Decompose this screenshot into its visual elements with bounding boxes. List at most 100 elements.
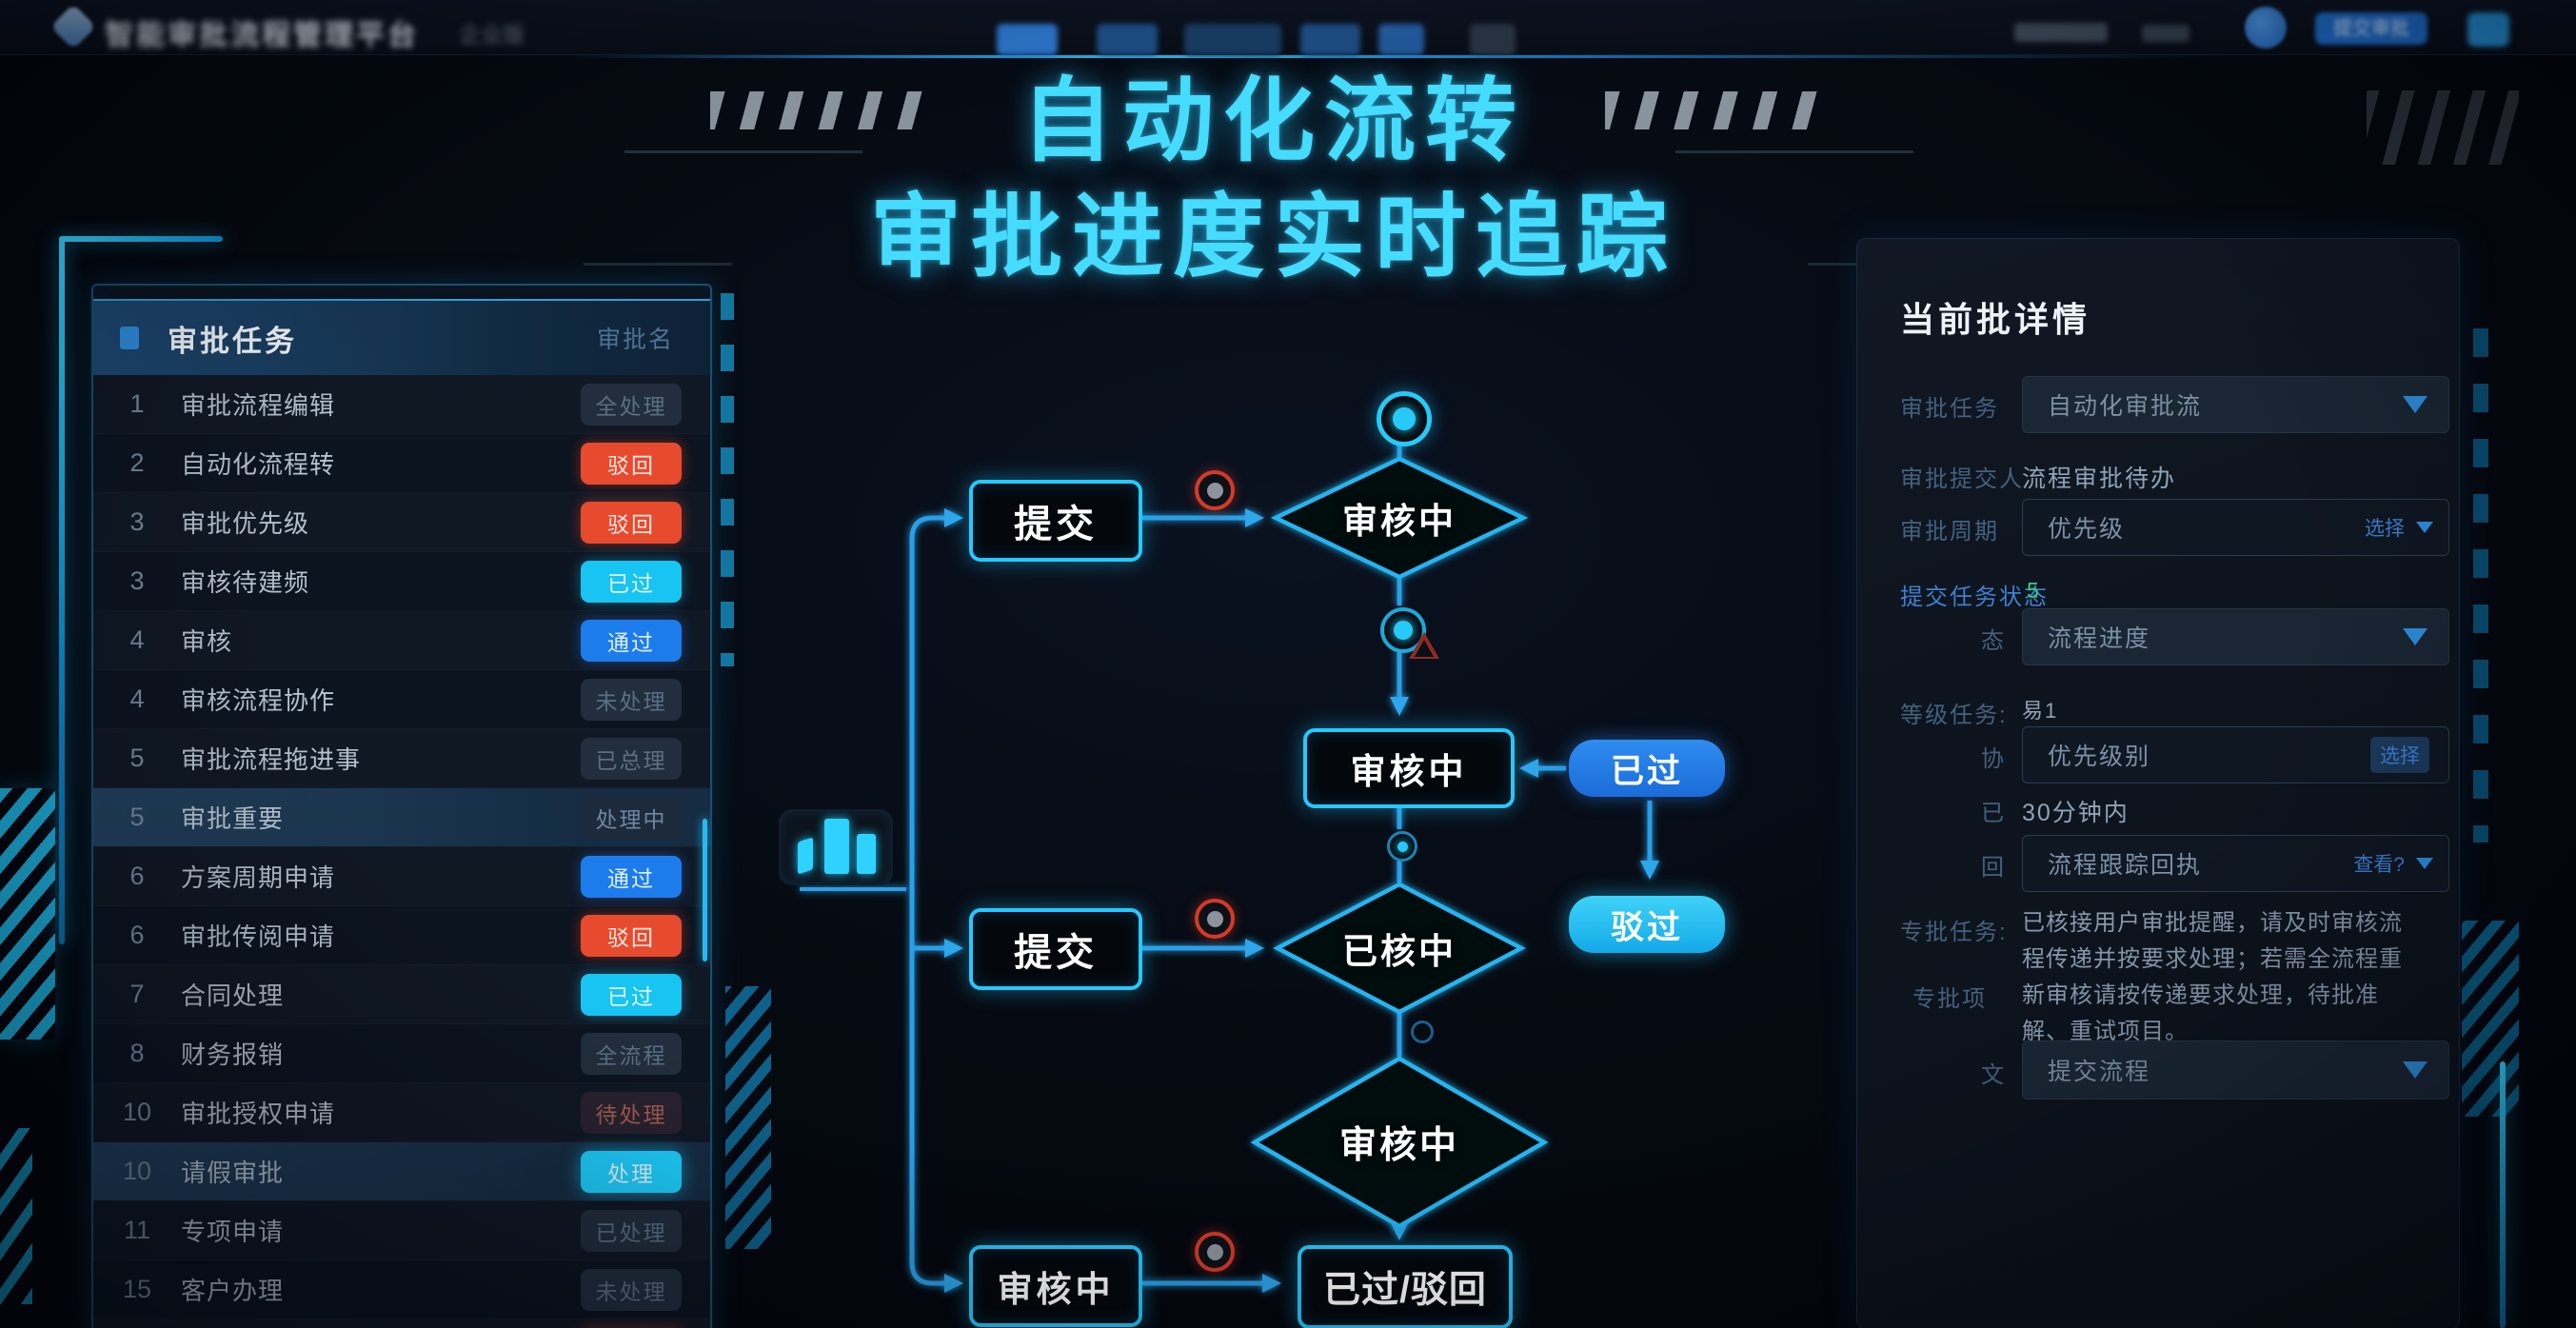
task-row[interactable]: 5 审批重要 处理中 — [93, 788, 710, 847]
nav-item-5[interactable] — [1378, 24, 1424, 55]
user-status-text — [2014, 23, 2108, 42]
task-row[interactable]: 8 财务报销 全流程 — [93, 1024, 710, 1083]
task-row-number: 11 — [123, 1216, 151, 1244]
field-label-trace: 回 — [1981, 855, 2006, 881]
chevron-down-icon — [2403, 1061, 2427, 1079]
alert-marker-1 — [1195, 470, 1235, 510]
topbar-accent-line — [571, 53, 2209, 58]
level-task-value: 易1 — [2022, 699, 2059, 723]
task-row[interactable]: 3 审核待建频 已过 — [93, 552, 710, 611]
flow-node-decision2-label[interactable]: 已核中 — [1342, 932, 1456, 971]
task-panel-title: 审批任务 — [168, 324, 297, 358]
flow-pill-rejected[interactable]: 驳过 — [1569, 896, 1725, 953]
app-title: 智能审批流程管理平台 — [105, 20, 419, 51]
task-row[interactable]: 5 审批流程拖进事 已总理 — [93, 729, 710, 788]
flow-connector-node — [1387, 831, 1417, 862]
task-row[interactable]: 6 方案周期申请 通过 — [93, 847, 710, 906]
notification-icon[interactable] — [2467, 12, 2509, 47]
current-approval-detail-panel: 当前批详情 审批任务 自动化审批流 审批提交人 流程审批待办 审批周期 优先级 … — [1856, 238, 2460, 1328]
trace-action[interactable]: 查看? — [2353, 854, 2405, 876]
task-row-label: 审批优先级 — [181, 509, 310, 538]
flow-start-node — [1377, 391, 1432, 446]
hazard-stripes-right — [2462, 921, 2519, 1117]
neon-frame-right — [2500, 1061, 2506, 1328]
task-row[interactable]: 10 请假审批 处理 — [93, 1142, 710, 1201]
submit-approval-button[interactable]: 提交审批 — [2315, 12, 2427, 45]
status-badge: 已处理 — [581, 1209, 682, 1252]
task-row-label: 请假审批 — [181, 1159, 285, 1187]
alert-marker-3 — [1195, 1232, 1235, 1272]
field-label-priority: 协 — [1981, 746, 2006, 772]
status-badge: 通过 — [581, 855, 682, 898]
flow-node-decision1-label[interactable]: 审核中 — [1342, 502, 1456, 541]
nav-item-6[interactable] — [1470, 24, 1516, 55]
doc-select[interactable]: 提交流程 — [2022, 1041, 2449, 1100]
task-row-number: 3 — [129, 566, 145, 595]
dashed-rail-right — [2473, 328, 2488, 842]
trace-input[interactable]: 流程跟踪回执 查看? — [2022, 835, 2449, 892]
flow-pill-passed[interactable]: 已过 — [1569, 740, 1725, 797]
cycle-value: 优先级 — [2048, 516, 2126, 543]
task-row[interactable]: 流程异常处理 驳回 — [93, 1319, 710, 1328]
task-row[interactable]: 15 客户办理 未处理 — [93, 1260, 710, 1319]
task-row[interactable]: 6 审批传阅申请 驳回 — [93, 906, 710, 965]
start-dot — [1393, 407, 1416, 430]
dashed-rail-middle — [721, 293, 734, 666]
task-panel-header: 审批任务 审批名 — [93, 299, 710, 375]
field-label-task-status: 提交任务状态 — [1900, 585, 2049, 610]
task-row-label: 审核 — [181, 627, 233, 656]
task-row-number: 10 — [122, 1157, 152, 1185]
trace-value: 流程跟踪回执 — [2048, 852, 2203, 879]
flow-node-submit2[interactable]: 提交 — [969, 908, 1142, 990]
deco-line — [584, 263, 732, 266]
nav-item-1[interactable] — [997, 24, 1058, 55]
page-title-line2: 审批进度实时追踪 — [870, 187, 1677, 288]
task-row[interactable]: 7 合同处理 已过 — [93, 965, 710, 1024]
priority-input[interactable]: 优先级别 选择 — [2022, 726, 2449, 783]
task-row[interactable]: 11 专项申请 已处理 — [93, 1201, 710, 1260]
task-row[interactable]: 4 审核 通过 — [93, 611, 710, 670]
priority-action[interactable]: 选择 — [2370, 737, 2429, 773]
task-row[interactable]: 3 审批优先级 驳回 — [93, 493, 710, 552]
task-row-label: 自动化流程转 — [181, 450, 336, 479]
task-row[interactable]: 2 自动化流程转 驳回 — [93, 434, 710, 493]
task-row[interactable]: 1 审批流程编辑 全处理 — [93, 375, 710, 434]
approval-task-select[interactable]: 自动化审批流 — [2022, 376, 2449, 433]
state-select[interactable]: 流程进度 — [2022, 608, 2449, 665]
nav-item-2[interactable] — [1097, 24, 1158, 55]
deco-line — [1675, 150, 1913, 153]
flow-node-review[interactable]: 审核中 — [1303, 728, 1515, 808]
flow-node-result[interactable]: 已过/驳回 — [1298, 1245, 1513, 1328]
top-bar: 智能审批流程管理平台 企业版 提交审批 — [0, 0, 2576, 55]
task-row-number: 1 — [129, 389, 145, 418]
field-label-special-item: 专批项 — [1912, 986, 1987, 1012]
status-badge: 已总理 — [581, 737, 682, 780]
chart-icon — [798, 837, 813, 875]
task-row-number: 4 — [129, 625, 145, 654]
flow-node-review2[interactable]: 审核中 — [969, 1245, 1142, 1327]
task-row[interactable]: 4 审核流程协作 未处理 — [93, 670, 710, 729]
field-label-level-task: 等级任务: — [1900, 703, 2008, 728]
flow-node-submit1[interactable]: 提交 — [969, 480, 1142, 562]
nav-item-4[interactable] — [1300, 24, 1360, 55]
flow-node-decision3-label[interactable]: 审核中 — [1338, 1125, 1459, 1166]
approval-task-value: 自动化审批流 — [2048, 393, 2203, 420]
user-avatar[interactable] — [2245, 7, 2287, 49]
status-badge: 驳回 — [581, 442, 682, 485]
detail-panel-title: 当前批详情 — [1900, 300, 2091, 339]
nav-item-3[interactable] — [1184, 24, 1281, 55]
approval-task-panel: 审批任务 审批名 1 审批流程编辑 全处理 2 自动化流程转 驳回 3 审批优先… — [91, 284, 712, 1328]
task-list-scrollbar[interactable] — [703, 819, 707, 961]
cycle-input[interactable]: 优先级 选择 — [2022, 499, 2449, 556]
cycle-action[interactable]: 选择 — [2365, 518, 2405, 540]
hazard-stripes-middle — [725, 986, 771, 1249]
task-row-number: 15 — [122, 1275, 152, 1303]
task-row-label: 审批传阅申请 — [181, 922, 336, 951]
time-value: 30分钟内 — [2022, 800, 2130, 826]
task-row[interactable]: 10 审批授权申请 待处理 — [93, 1083, 710, 1142]
status-badge: 待处理 — [581, 1091, 682, 1134]
status-badge: 处理中 — [581, 796, 682, 839]
task-row-label: 审批重要 — [181, 804, 285, 833]
alert-marker-2 — [1195, 899, 1235, 939]
